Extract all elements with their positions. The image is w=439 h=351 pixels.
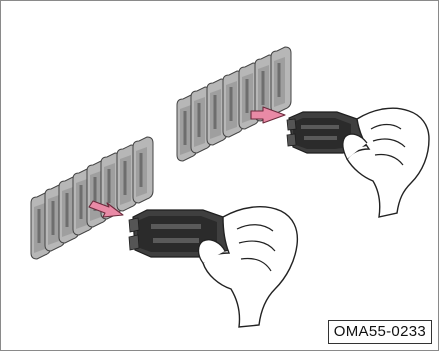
fuse-icon	[133, 137, 153, 203]
figure-code-label: OMA55-0233	[328, 320, 432, 344]
fuse-icon	[271, 47, 291, 113]
upper-fuse-row	[177, 47, 291, 161]
